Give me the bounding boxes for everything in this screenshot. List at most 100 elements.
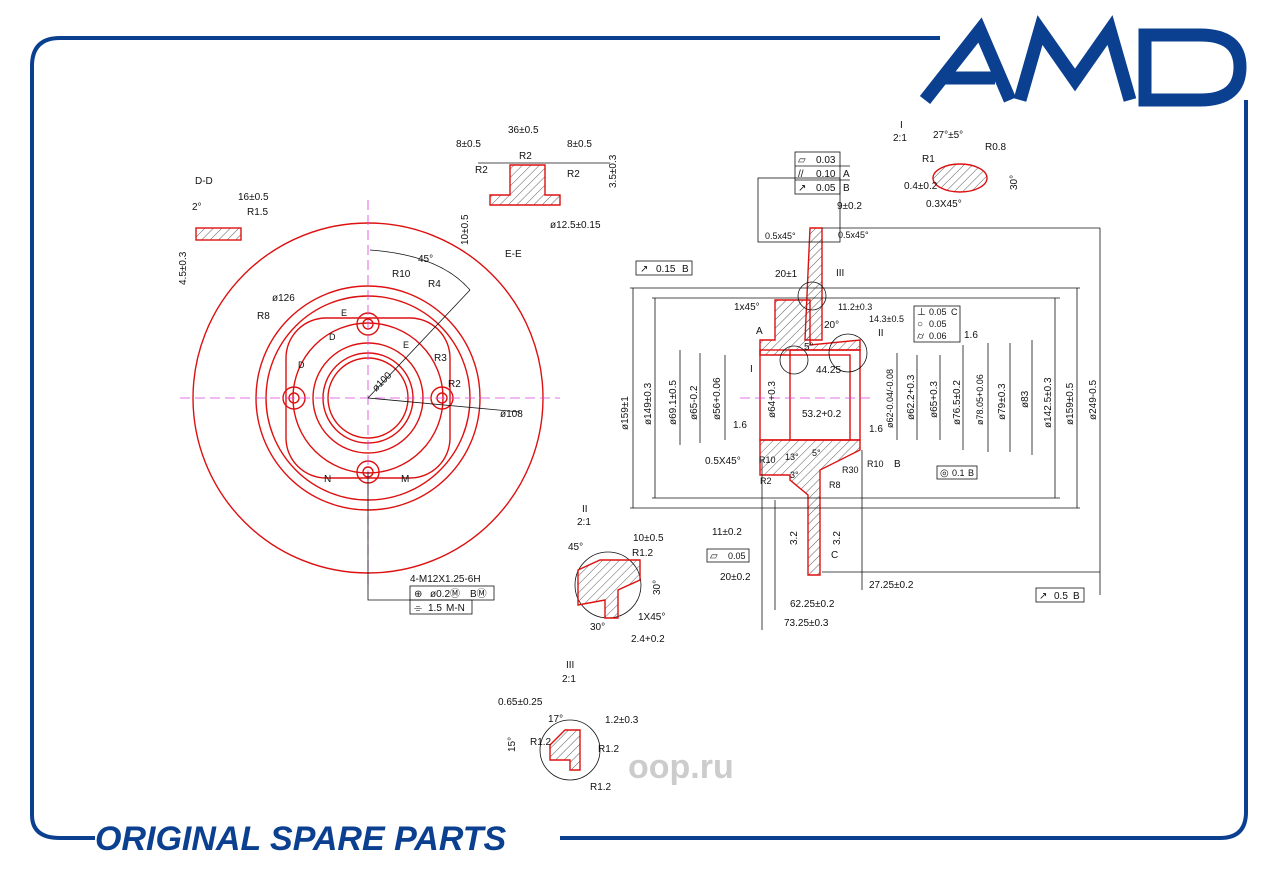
dimension-label: ø65-0.2 (689, 385, 700, 420)
dimension-label: 20±1 (775, 269, 798, 280)
drawing-stroke (409, 599, 473, 615)
drawing-stroke (369, 249, 471, 291)
dimension-label: 0.5x45° (765, 231, 796, 241)
dimension-label: B (968, 468, 974, 478)
drawing-stroke (1013, 15, 1137, 102)
drawing-stroke (539, 719, 601, 781)
dimension-label: 5° (804, 342, 814, 353)
dimension-label: ↗ (1039, 591, 1047, 602)
dimension-label: 20° (824, 320, 839, 331)
label: 45° (418, 254, 433, 265)
section-labels: 9±0.2 0.5x45° 0.5x45° 20±1 III 1x45° 11.… (705, 201, 978, 629)
dimension-label: 5° (812, 448, 821, 458)
label: 16±0.5 (238, 192, 269, 203)
dimension-label: ⊕ (414, 589, 422, 600)
drawing-stroke (1035, 587, 1085, 603)
drawing-stroke (936, 465, 978, 480)
dimension-label: ø0.2Ⓜ (430, 588, 460, 600)
label: R0.8 (985, 142, 1007, 153)
dimension-label: 0.05 (816, 183, 836, 194)
label: 4.5±0.3 (178, 251, 189, 285)
label: 2:1 (562, 674, 576, 685)
detail-iii-labels: 0.65±0.25 17° 1.2±0.3 15° R1.2 R1.2 R1.2 (498, 697, 639, 793)
label: N (324, 474, 331, 485)
drawing-stroke (1138, 28, 1247, 107)
dimension-label: 0.5 (1054, 591, 1068, 602)
dimension-label: 3° (790, 470, 799, 480)
dimension-label: A (843, 169, 850, 180)
dimension-label: R10 (759, 455, 776, 465)
diameter-labels: ø159±1 ø149±0.3 ø69.1±0.5 ø65-0.2 ø56+0.… (620, 369, 1099, 430)
label: 27°±5° (933, 130, 963, 141)
drawing-stroke (913, 305, 961, 343)
tagline: ORIGINAL SPARE PARTS (95, 820, 507, 858)
label: R2 (448, 379, 461, 390)
gdt-flatness-frame: ▱ 0.05 (706, 548, 750, 563)
label: R2 (567, 169, 580, 180)
label: R2 (519, 151, 532, 162)
dimension-label: ø76.5±0.2 (952, 380, 963, 425)
dimension-label: 0.5X45° (705, 456, 741, 467)
dimension-label: B (682, 264, 689, 275)
label: R10 (392, 269, 411, 280)
label: 3.5±0.3 (608, 154, 619, 188)
dimension-label: 0.15 (656, 264, 676, 275)
dimension-label: 1.6 (733, 420, 747, 431)
label: D-D (195, 176, 213, 187)
detail-ii (574, 551, 642, 619)
drawing-stroke (195, 227, 242, 241)
dimension-label: ø149±0.3 (643, 382, 654, 425)
dimension-label: A (756, 326, 763, 337)
dimension-label: 0.05 (728, 551, 746, 561)
dimension-label: ø142.5±0.3 (1043, 377, 1054, 428)
dimension-label: 0.1 (952, 468, 965, 478)
dimension-label: 30° (652, 580, 663, 595)
dimension-label: 13° (785, 452, 799, 462)
section-ee (478, 162, 610, 206)
label: R8 (257, 311, 270, 322)
dimension-label: 1.6 (964, 330, 978, 341)
dimension-label: 1.5 (428, 603, 442, 614)
dimension-label: ○ (917, 319, 923, 330)
label: 8±0.5 (456, 139, 481, 150)
dimension-label: ↗ (640, 264, 648, 275)
label: E (403, 340, 409, 350)
dimension-label: R8 (829, 480, 841, 490)
dimension-label: R10 (867, 459, 884, 469)
drawing-stroke (757, 177, 841, 243)
drawing-stroke (932, 163, 988, 193)
dimension-label: C (831, 550, 838, 561)
dimension-label: 0.03 (816, 155, 836, 166)
dimension-label: 0.05 (929, 319, 947, 329)
dimension-label: 1.6 (869, 424, 883, 435)
dimension-label: ▱ (710, 551, 718, 562)
drawing-stroke (797, 281, 827, 311)
dimension-label: R2 (760, 476, 772, 486)
dimension-label: ø69.1±0.5 (668, 380, 679, 425)
dimension-label: ø78.05+0.06 (975, 374, 985, 425)
dimension-label: 17° (548, 714, 563, 725)
dimension-label: 53.2+0.2 (802, 409, 842, 420)
dimension-label: // (798, 169, 804, 180)
label: 30° (1009, 175, 1020, 190)
detail-iii (539, 719, 601, 781)
dimension-label: 44.25 (816, 365, 841, 376)
drawing-stroke (828, 333, 868, 373)
dimension-label: B (894, 459, 901, 470)
label: M (401, 474, 409, 485)
dimension-label: 0.06 (929, 331, 947, 341)
dimension-label: 3.2 (832, 531, 843, 545)
drawing-stroke (919, 17, 1016, 105)
amd-logo (919, 15, 1247, 107)
label: R1 (922, 154, 935, 165)
label: E (341, 308, 347, 318)
dimension-label: 0.05 (929, 307, 947, 317)
dimension-label: 62.25±0.2 (790, 599, 835, 610)
dimension-label: C (951, 307, 958, 317)
dimension-label: II (878, 328, 884, 339)
dimension-label: R1.2 (590, 782, 612, 793)
thread-spec: 4-M12X1.25-6H (410, 574, 481, 585)
